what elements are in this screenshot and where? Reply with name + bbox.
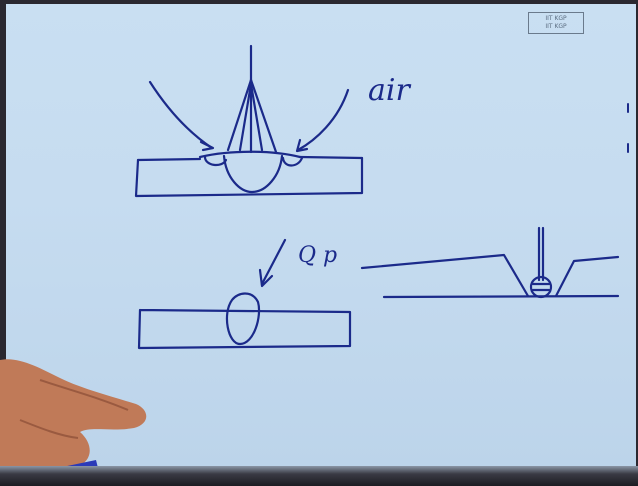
qp-label: Q p	[298, 243, 337, 268]
groove-left-surface	[362, 255, 528, 296]
pool-top	[200, 152, 300, 157]
bead-shape	[227, 294, 259, 345]
arc-cone-right	[251, 80, 276, 152]
top-plate-outline	[136, 158, 362, 196]
groove-weld-lines	[533, 284, 549, 290]
groove-weld-ball	[531, 277, 551, 297]
groove-right-surface	[556, 257, 618, 296]
air-label: air	[368, 73, 411, 108]
right-bulge	[283, 158, 302, 166]
board-bottom-edge	[0, 466, 638, 486]
air-arrow-left	[150, 82, 212, 148]
weld-pool	[224, 156, 282, 192]
air-arrow-right	[298, 90, 348, 150]
left-bulge	[205, 157, 226, 165]
q-arrow	[262, 240, 285, 284]
arc-cone-left	[228, 80, 251, 150]
groove-base	[384, 296, 618, 297]
top-plate-surface	[138, 157, 362, 160]
